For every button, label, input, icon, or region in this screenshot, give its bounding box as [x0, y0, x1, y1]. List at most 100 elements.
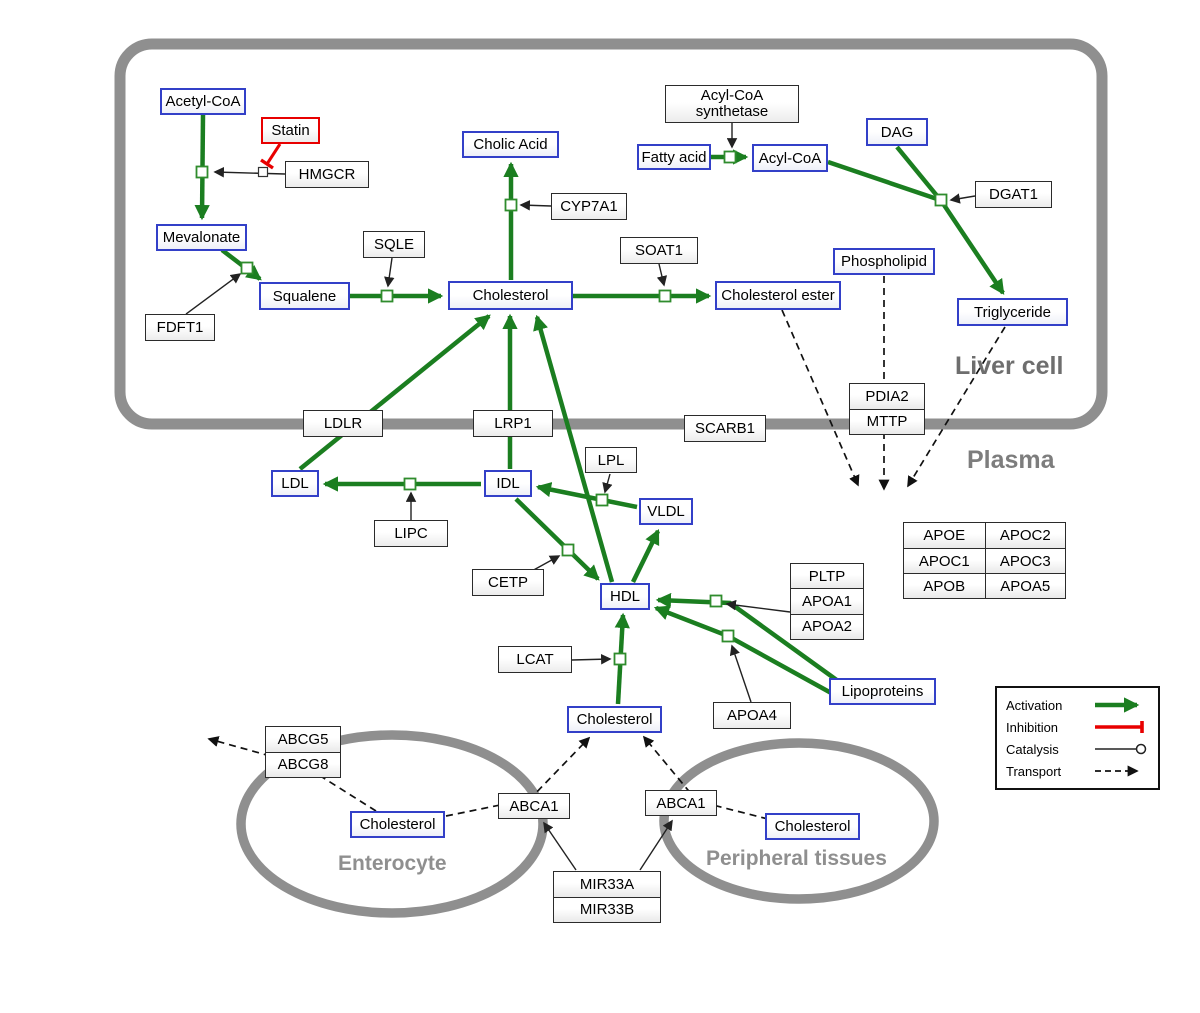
node-fatty-acid[interactable]: Fatty acid: [637, 144, 711, 170]
node-acetyl-coa[interactable]: Acetyl-CoA: [160, 88, 246, 115]
catalysis-edge-fdft1: [185, 273, 242, 315]
node-apoa1[interactable]: APOA1: [791, 588, 863, 614]
node-abcg5[interactable]: ABCG5: [266, 727, 340, 752]
catalysis-edges: [185, 123, 976, 871]
node-cholesterol-ester[interactable]: Cholesterol ester: [715, 281, 841, 310]
node-ldl[interactable]: LDL: [271, 470, 319, 497]
node-vldl[interactable]: VLDL: [639, 498, 693, 525]
legend-activation-label: Activation: [1006, 697, 1063, 713]
enterocyte-label: Enterocyte: [338, 852, 447, 875]
node-mttp[interactable]: MTTP: [850, 408, 924, 434]
node-phospholipid[interactable]: Phospholipid: [833, 248, 935, 275]
node-sqle[interactable]: SQLE: [363, 231, 425, 258]
process-node-cyp7a1: [504, 198, 518, 212]
node-pltp[interactable]: PLTP: [791, 564, 863, 589]
node-lpl[interactable]: LPL: [585, 447, 637, 473]
catalysis-edge-hmgcr: [213, 167, 286, 178]
node-apob[interactable]: APOB: [904, 573, 985, 598]
node-soat1[interactable]: SOAT1: [620, 237, 698, 264]
activation-edge-hdl-cholesterol: [533, 314, 615, 583]
catalysis-edge-cyp7a1: [519, 200, 552, 211]
inhibition-edge-statin-hmgcr: [265, 143, 282, 165]
node-apoc1[interactable]: APOC1: [904, 548, 985, 573]
node-fdft1[interactable]: FDFT1: [145, 314, 215, 341]
node-ldlr[interactable]: LDLR: [303, 410, 383, 437]
node-lcat[interactable]: LCAT: [498, 646, 572, 673]
node-abca1-right[interactable]: ABCA1: [645, 790, 717, 816]
node-triglyceride[interactable]: Triglyceride: [957, 298, 1068, 326]
node-statin[interactable]: Statin: [261, 117, 320, 144]
process-node-squares: [195, 150, 948, 666]
node-mir33a[interactable]: MIR33A: [554, 872, 660, 897]
legend-row-inhibition: Inhibition: [1006, 719, 1149, 735]
stack-pltp-apoa1-apoa2: PLTP APOA1 APOA2: [790, 563, 864, 640]
node-abca1-left[interactable]: ABCA1: [498, 793, 570, 819]
catalysis-edge-lcat: [571, 653, 612, 665]
node-acyl-coa[interactable]: Acyl-CoA: [752, 144, 828, 172]
node-cholesterol-enterocyte[interactable]: Cholesterol: [350, 811, 445, 838]
activation-edge-idl-hdl: [514, 497, 600, 581]
process-node-lcat: [613, 652, 627, 666]
activation-edge-dag-junction: [895, 145, 940, 199]
node-mir33b[interactable]: MIR33B: [554, 896, 660, 922]
legend: Activation Inhibition Catalysis Transpor…: [995, 686, 1160, 790]
node-apoe[interactable]: APOE: [904, 523, 985, 548]
legend-row-activation: Activation: [1006, 697, 1149, 713]
plasma-label: Plasma: [967, 446, 1055, 474]
catalysis-edge-lpl: [602, 473, 613, 494]
node-cholesterol-peripheral[interactable]: Cholesterol: [765, 813, 860, 840]
activation-edge-hdl-vldl: [630, 528, 661, 583]
legend-catalysis-label: Catalysis: [1006, 741, 1059, 757]
node-apoa4[interactable]: APOA4: [713, 702, 791, 729]
legend-inhibition-label: Inhibition: [1006, 719, 1059, 735]
node-pdia2[interactable]: PDIA2: [850, 384, 924, 409]
activation-edge-acylcoa-junction: [827, 159, 941, 203]
stack-abcg5-abcg8: ABCG5 ABCG8: [265, 726, 341, 778]
transport-arrow-icon: [1095, 765, 1139, 777]
node-dgat1[interactable]: DGAT1: [975, 181, 1052, 208]
node-cholesterol-plasma[interactable]: Cholesterol: [567, 706, 662, 733]
node-lipoproteins[interactable]: Lipoproteins: [829, 678, 936, 705]
node-cholic-acid[interactable]: Cholic Acid: [462, 131, 559, 158]
node-lrp1[interactable]: LRP1: [473, 410, 553, 437]
enterocyte-membrane: [236, 730, 548, 918]
catalysis-edge-apoa1-apoa2: [725, 599, 791, 613]
process-node-fdft1: [240, 261, 254, 275]
process-node-soat1: [658, 289, 672, 303]
node-apoc2[interactable]: APOC2: [984, 523, 1065, 548]
node-abcg8[interactable]: ABCG8: [266, 751, 340, 777]
node-cyp7a1[interactable]: CYP7A1: [551, 193, 627, 220]
transport-edge-cholesterolester-plasma: [781, 309, 860, 487]
node-cholesterol-liver[interactable]: Cholesterol: [448, 281, 573, 310]
node-hdl[interactable]: HDL: [600, 583, 650, 610]
node-apoa2[interactable]: APOA2: [791, 613, 863, 639]
process-node-lpl: [595, 493, 609, 507]
catalysis-edge-dgat1: [949, 193, 976, 204]
legend-row-catalysis: Catalysis: [1006, 741, 1149, 757]
node-apoa5[interactable]: APOA5: [984, 573, 1065, 598]
process-node-dgat1: [934, 193, 948, 207]
activation-arrow-icon: [1095, 697, 1140, 713]
node-apoc3[interactable]: APOC3: [984, 548, 1065, 573]
node-idl[interactable]: IDL: [484, 470, 532, 497]
apolipoprotein-table: APOE APOC2 APOC1 APOC3 APOB APOA5: [903, 522, 1066, 599]
peripheral-tissues-label: Peripheral tissues: [706, 847, 887, 870]
catalysis-edge-apoa4: [729, 644, 752, 703]
node-mevalonate[interactable]: Mevalonate: [156, 224, 247, 251]
catalysis-circle-icon: [1095, 743, 1147, 755]
node-cetp[interactable]: CETP: [472, 569, 544, 596]
node-scarb1[interactable]: SCARB1: [684, 415, 766, 442]
node-acyl-coa-synthetase[interactable]: Acyl-CoA synthetase: [665, 85, 799, 123]
legend-transport-label: Transport: [1006, 763, 1062, 779]
process-node-acylcoa-synthetase: [723, 150, 737, 164]
anchor-node-statin-target: [257, 166, 269, 178]
node-dag[interactable]: DAG: [866, 118, 928, 146]
process-node-hmgcr: [195, 165, 209, 179]
catalysis-edge-mir33-abca1-right: [639, 819, 673, 871]
process-node-apoa4: [721, 629, 735, 643]
node-squalene[interactable]: Squalene: [259, 282, 350, 310]
legend-row-transport: Transport: [1006, 763, 1149, 779]
node-hmgcr[interactable]: HMGCR: [285, 161, 369, 188]
node-lipc[interactable]: LIPC: [374, 520, 448, 547]
